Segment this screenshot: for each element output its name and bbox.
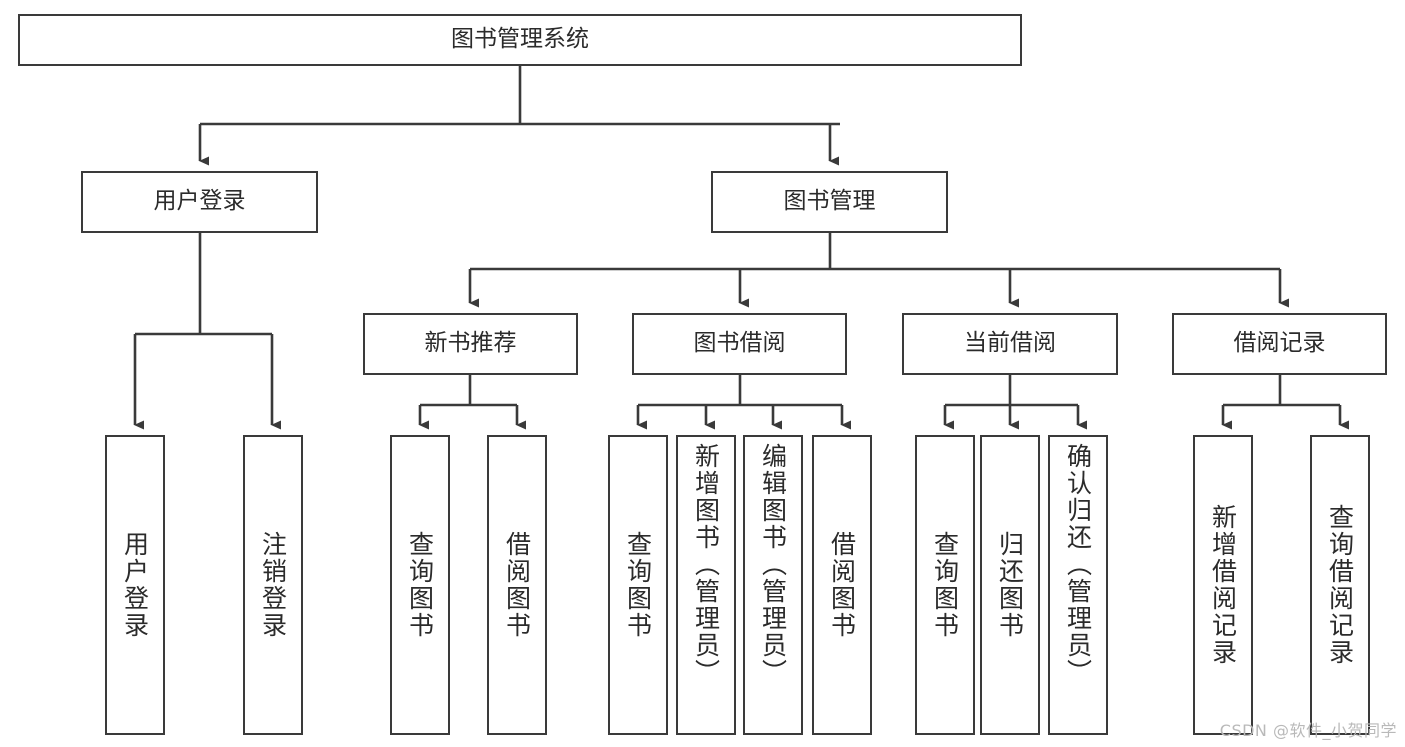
- node-book-borrow-label: 图书借阅: [693, 330, 786, 357]
- node-leaf-add-record[interactable]: 新增借阅记录: [1193, 435, 1253, 735]
- node-leaf-add-record-label: 新增借阅记录: [1208, 504, 1238, 666]
- node-leaf-return-book[interactable]: 归还图书: [980, 435, 1040, 735]
- node-leaf-user-login-label: 用户登录: [120, 531, 150, 639]
- node-user-login[interactable]: 用户登录: [81, 171, 318, 233]
- node-borrow-record-label: 借阅记录: [1233, 330, 1326, 357]
- csdn-watermark: CSDN @软件_小贺同学: [1219, 721, 1397, 740]
- node-current-borrow-label: 当前借阅: [964, 330, 1056, 357]
- node-leaf-query-book-cb[interactable]: 查询图书: [915, 435, 975, 735]
- node-current-borrow[interactable]: 当前借阅: [902, 313, 1118, 375]
- node-leaf-confirm-return[interactable]: 确认归还（管理员）: [1048, 435, 1108, 735]
- node-new-book-rec-label: 新书推荐: [424, 330, 517, 357]
- node-leaf-query-book-cb-label: 查询图书: [930, 531, 960, 639]
- node-new-book-rec[interactable]: 新书推荐: [363, 313, 578, 375]
- node-leaf-logout[interactable]: 注销登录: [243, 435, 303, 735]
- node-leaf-borrow-book-bb-label: 借阅图书: [827, 531, 857, 639]
- node-borrow-record[interactable]: 借阅记录: [1172, 313, 1387, 375]
- node-leaf-query-book-rec-label: 查询图书: [405, 531, 435, 639]
- node-leaf-user-login[interactable]: 用户登录: [105, 435, 165, 735]
- node-leaf-borrow-book-bb[interactable]: 借阅图书: [812, 435, 872, 735]
- node-leaf-borrow-book-rec[interactable]: 借阅图书: [487, 435, 547, 735]
- node-leaf-add-book-label: 新增图书（管理员）: [691, 443, 721, 686]
- node-leaf-borrow-book-rec-label: 借阅图书: [502, 531, 532, 639]
- node-user-login-label: 用户登录: [153, 188, 246, 215]
- node-leaf-query-record[interactable]: 查询借阅记录: [1310, 435, 1370, 735]
- node-leaf-edit-book-label: 编辑图书（管理员）: [758, 443, 788, 686]
- node-leaf-query-book-rec[interactable]: 查询图书: [390, 435, 450, 735]
- node-leaf-query-record-label: 查询借阅记录: [1325, 504, 1355, 666]
- node-leaf-query-book-bb-label: 查询图书: [623, 531, 653, 639]
- node-leaf-logout-label: 注销登录: [258, 531, 288, 639]
- node-leaf-add-book[interactable]: 新增图书（管理员）: [676, 435, 736, 735]
- node-book-manage-label: 图书管理: [783, 188, 876, 215]
- node-leaf-edit-book[interactable]: 编辑图书（管理员）: [743, 435, 803, 735]
- node-book-manage[interactable]: 图书管理: [711, 171, 948, 233]
- node-book-borrow[interactable]: 图书借阅: [632, 313, 847, 375]
- node-leaf-confirm-return-label: 确认归还（管理员）: [1063, 443, 1093, 686]
- node-leaf-query-book-bb[interactable]: 查询图书: [608, 435, 668, 735]
- node-root-label: 图书管理系统: [451, 26, 589, 53]
- node-leaf-return-book-label: 归还图书: [995, 531, 1025, 639]
- node-root[interactable]: 图书管理系统: [18, 14, 1022, 66]
